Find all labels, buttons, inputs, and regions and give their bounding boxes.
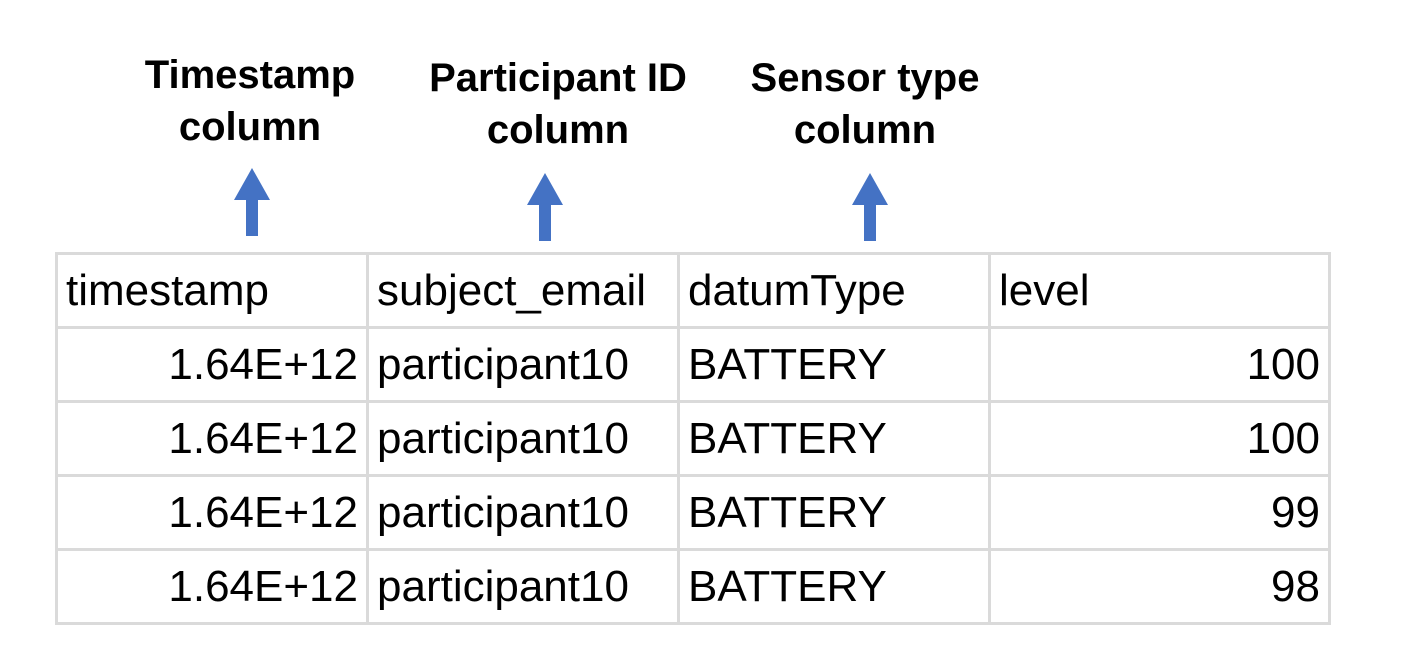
up-arrow-icon	[527, 173, 563, 241]
subject-email-cell[interactable]: participant10	[366, 548, 680, 625]
level-cell[interactable]: 100	[988, 400, 1331, 477]
level-cell[interactable]: 99	[988, 474, 1331, 551]
up-arrow-icon	[234, 168, 270, 236]
datum-type-cell[interactable]: BATTERY	[677, 326, 991, 403]
header-cell[interactable]: level	[988, 252, 1331, 329]
table-row: 1.64E+12 participant10 BATTERY 99	[55, 474, 1331, 551]
sensor-label-line2: column	[793, 108, 937, 152]
level-cell[interactable]: 98	[988, 548, 1331, 625]
timestamp-column-label: Timestamp column	[120, 49, 380, 153]
header-cell[interactable]: datumType	[677, 252, 991, 329]
timestamp-cell[interactable]: 1.64E+12	[55, 474, 369, 551]
participant-label-line2: column	[486, 108, 630, 152]
subject-email-cell[interactable]: participant10	[366, 400, 680, 477]
datum-type-cell[interactable]: BATTERY	[677, 400, 991, 477]
data-table: timestamp subject_email datumType level …	[55, 252, 1331, 625]
up-arrow-icon	[852, 173, 888, 241]
timestamp-cell[interactable]: 1.64E+12	[55, 326, 369, 403]
table-row: 1.64E+12 participant10 BATTERY 100	[55, 400, 1331, 477]
participant-id-column-label: Participant ID column	[410, 52, 706, 156]
timestamp-label-line2: column	[178, 105, 322, 149]
timestamp-label-line1: Timestamp	[144, 53, 356, 97]
participant-label-line1: Participant ID	[429, 56, 687, 100]
sheet-left-edge	[45, 252, 55, 630]
table-row: 1.64E+12 participant10 BATTERY 98	[55, 548, 1331, 625]
datum-type-cell[interactable]: BATTERY	[677, 474, 991, 551]
table-header-row: timestamp subject_email datumType level	[55, 252, 1331, 329]
table-row: 1.64E+12 participant10 BATTERY 100	[55, 326, 1331, 403]
spreadsheet-excerpt: timestamp subject_email datumType level …	[45, 252, 1364, 630]
timestamp-cell[interactable]: 1.64E+12	[55, 400, 369, 477]
header-cell[interactable]: subject_email	[366, 252, 680, 329]
timestamp-cell[interactable]: 1.64E+12	[55, 548, 369, 625]
sensor-type-column-label: Sensor type column	[730, 52, 1000, 156]
sensor-label-line1: Sensor type	[750, 56, 980, 100]
header-cell[interactable]: timestamp	[55, 252, 369, 329]
level-cell[interactable]: 100	[988, 326, 1331, 403]
subject-email-cell[interactable]: participant10	[366, 326, 680, 403]
datum-type-cell[interactable]: BATTERY	[677, 548, 991, 625]
subject-email-cell[interactable]: participant10	[366, 474, 680, 551]
